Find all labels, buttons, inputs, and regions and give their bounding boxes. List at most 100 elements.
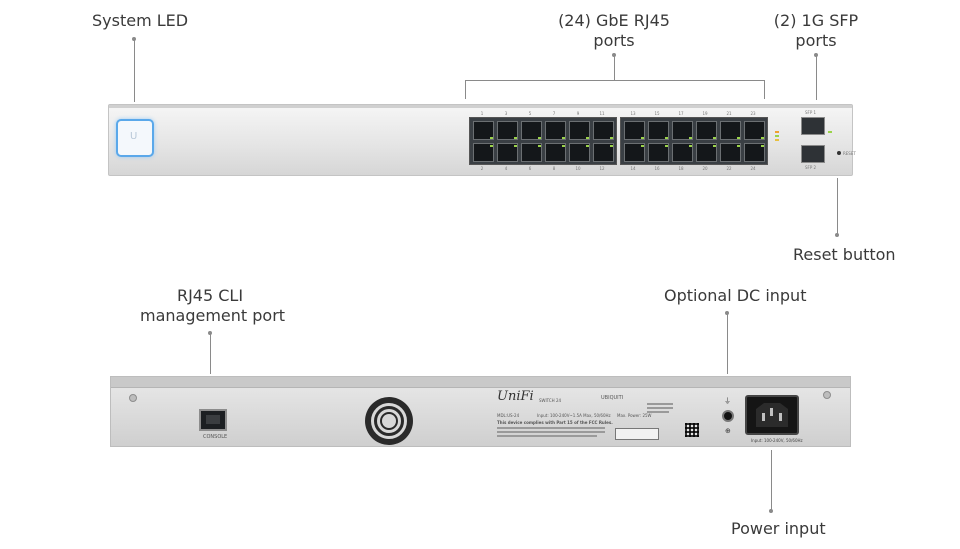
ubiquiti-logo: UBIQUITI (601, 395, 624, 401)
port-link-led (514, 145, 517, 147)
address-text-line (647, 403, 673, 405)
rj45-port-17[interactable] (672, 121, 693, 140)
rj45-port-24[interactable] (744, 143, 765, 162)
fcc-text-line (497, 427, 605, 429)
rj45-port-16[interactable] (648, 143, 669, 162)
console-label: CONSOLE (203, 434, 228, 440)
rj45-port-10[interactable] (569, 143, 590, 162)
legend-led-amber (775, 139, 779, 141)
rj45-port-8[interactable] (545, 143, 566, 162)
port-number-label: 4 (504, 166, 508, 171)
leader-dot (835, 233, 839, 237)
port-number-label: 22 (726, 166, 732, 171)
rj45-port-20[interactable] (696, 143, 717, 162)
port-number-label: 23 (750, 111, 756, 116)
rj45-port-22[interactable] (720, 143, 741, 162)
port-link-led (610, 145, 613, 147)
port-link-led (610, 137, 613, 139)
fcc-heading: This device complies with Part 15 of the… (497, 420, 613, 425)
rj45-port-block-right (620, 117, 768, 165)
console-port[interactable] (199, 409, 227, 431)
sfp-port-2[interactable] (801, 145, 825, 163)
rj45-port-15[interactable] (648, 121, 669, 140)
fcc-text-line (497, 431, 605, 433)
rj45-port-7[interactable] (545, 121, 566, 140)
rj45-port-12[interactable] (593, 143, 614, 162)
product-label: UniFi SWITCH 24 UBIQUITI MDL:US-24 Input… (497, 389, 711, 445)
callout-sfp-ports: (2) 1G SFP ports (770, 11, 862, 51)
port-number-label: 17 (678, 111, 684, 116)
leader-reset (837, 178, 838, 234)
port-link-led (665, 137, 668, 139)
sfp-port-1[interactable] (801, 117, 825, 135)
rj45-port-19[interactable] (696, 121, 717, 140)
callout-sfp-line2: ports (795, 31, 837, 50)
port-number-label: 11 (599, 111, 605, 116)
screw-right (823, 391, 831, 399)
port-link-led (538, 145, 541, 147)
rj45-port-4[interactable] (497, 143, 518, 162)
port-link-led (490, 137, 493, 139)
rj45-port-18[interactable] (672, 143, 693, 162)
unifi-logo: UniFi (497, 389, 534, 404)
port-link-led (737, 145, 740, 147)
port-number-label: 13 (630, 111, 636, 116)
system-led: U (116, 119, 154, 157)
port-link-led (562, 137, 565, 139)
rj45-port-21[interactable] (720, 121, 741, 140)
port-link-led (689, 137, 692, 139)
leader-dot (612, 53, 616, 57)
port-number-label: 3 (504, 111, 508, 116)
leader-sfp (816, 56, 817, 100)
rj45-port-9[interactable] (569, 121, 590, 140)
leader-dot (725, 311, 729, 315)
polarity-icon: ⊕ (725, 427, 731, 435)
callout-cli-line1: RJ45 CLI (176, 286, 244, 305)
leader-dot (208, 331, 212, 335)
leader-dc (727, 314, 728, 374)
leader-cli (210, 334, 211, 374)
rj45-port-5[interactable] (521, 121, 542, 140)
callout-cli-line2: management port (140, 306, 286, 325)
rj45-port-3[interactable] (497, 121, 518, 140)
callout-sfp-line1: (2) 1G SFP (773, 11, 859, 30)
port-link-led (641, 145, 644, 147)
port-number-label: 21 (726, 111, 732, 116)
rj45-port-1[interactable] (473, 121, 494, 140)
reset-button[interactable] (837, 151, 841, 155)
sfp2-label: SFP 2 (805, 165, 817, 170)
rj45-port-11[interactable] (593, 121, 614, 140)
leader-dot (769, 509, 773, 513)
leader-dot (132, 37, 136, 41)
fan-ring-outer (371, 403, 407, 439)
sfp1-label: SFP 1 (805, 110, 817, 115)
port-number-label: 12 (599, 166, 605, 171)
model-code: MDL:US-24 (497, 413, 520, 418)
port-link-led (761, 145, 764, 147)
fan-hub (382, 414, 396, 428)
address-text-line (647, 411, 669, 413)
callout-cli-port: RJ45 CLI management port (140, 286, 286, 326)
port-number-label: 10 (575, 166, 581, 171)
port-link-led (737, 137, 740, 139)
switch-rear-panel: CONSOLE UniFi SWITCH 24 UBIQUITI MDL:US-… (110, 376, 851, 447)
rj45-port-14[interactable] (624, 143, 645, 162)
rj45-port-23[interactable] (744, 121, 765, 140)
legend-led-orange (775, 131, 779, 133)
rj45-port-2[interactable] (473, 143, 494, 162)
rj45-port-13[interactable] (624, 121, 645, 140)
port-link-led (713, 145, 716, 147)
port-number-label: 6 (528, 166, 532, 171)
callout-rj45-line2: ports (593, 31, 635, 50)
rear-top-edge (111, 377, 850, 388)
ac-pin (762, 413, 765, 421)
port-link-led (713, 137, 716, 139)
rj45-port-6[interactable] (521, 143, 542, 162)
leader-system-led (134, 40, 135, 102)
dc-input-jack[interactable] (722, 410, 734, 422)
callout-dc-input: Optional DC input (664, 286, 807, 305)
fcc-text-line (497, 435, 597, 437)
port-link-led (538, 137, 541, 139)
ac-power-inlet[interactable] (745, 395, 799, 435)
